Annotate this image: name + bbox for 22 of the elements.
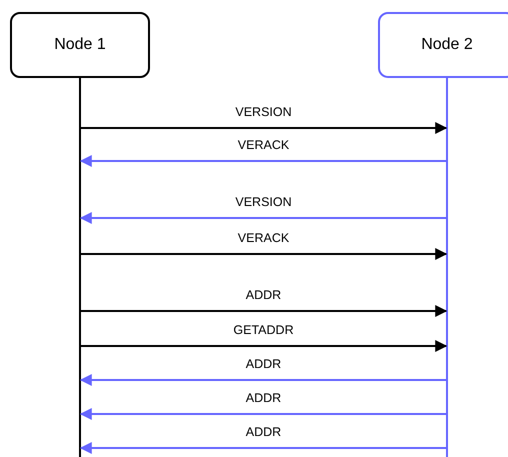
message-arrow xyxy=(81,305,448,317)
message-arrow xyxy=(80,212,446,224)
message-arrow xyxy=(81,122,448,134)
participant xyxy=(378,12,508,457)
message-arrow xyxy=(80,442,446,454)
message-arrow xyxy=(80,408,446,420)
edge-label: GETADDR xyxy=(231,323,296,337)
participant-box: Node 2 xyxy=(378,12,508,78)
message-arrow xyxy=(80,374,446,386)
message-arrow xyxy=(81,248,448,260)
edge-label: ADDR xyxy=(244,288,284,302)
message-arrow xyxy=(80,155,446,167)
message-arrow xyxy=(81,340,448,352)
edge-label: VERSION xyxy=(233,195,294,209)
edge-label: VERACK xyxy=(236,231,292,245)
edge-label: ADDR xyxy=(244,391,284,405)
participant xyxy=(10,12,150,457)
edge-label: ADDR xyxy=(244,425,284,439)
participant-box: Node 1 xyxy=(10,12,150,78)
edge-label: VERACK xyxy=(236,138,292,152)
edge-label: ADDR xyxy=(244,357,284,371)
edge-label: VERSION xyxy=(233,105,294,119)
